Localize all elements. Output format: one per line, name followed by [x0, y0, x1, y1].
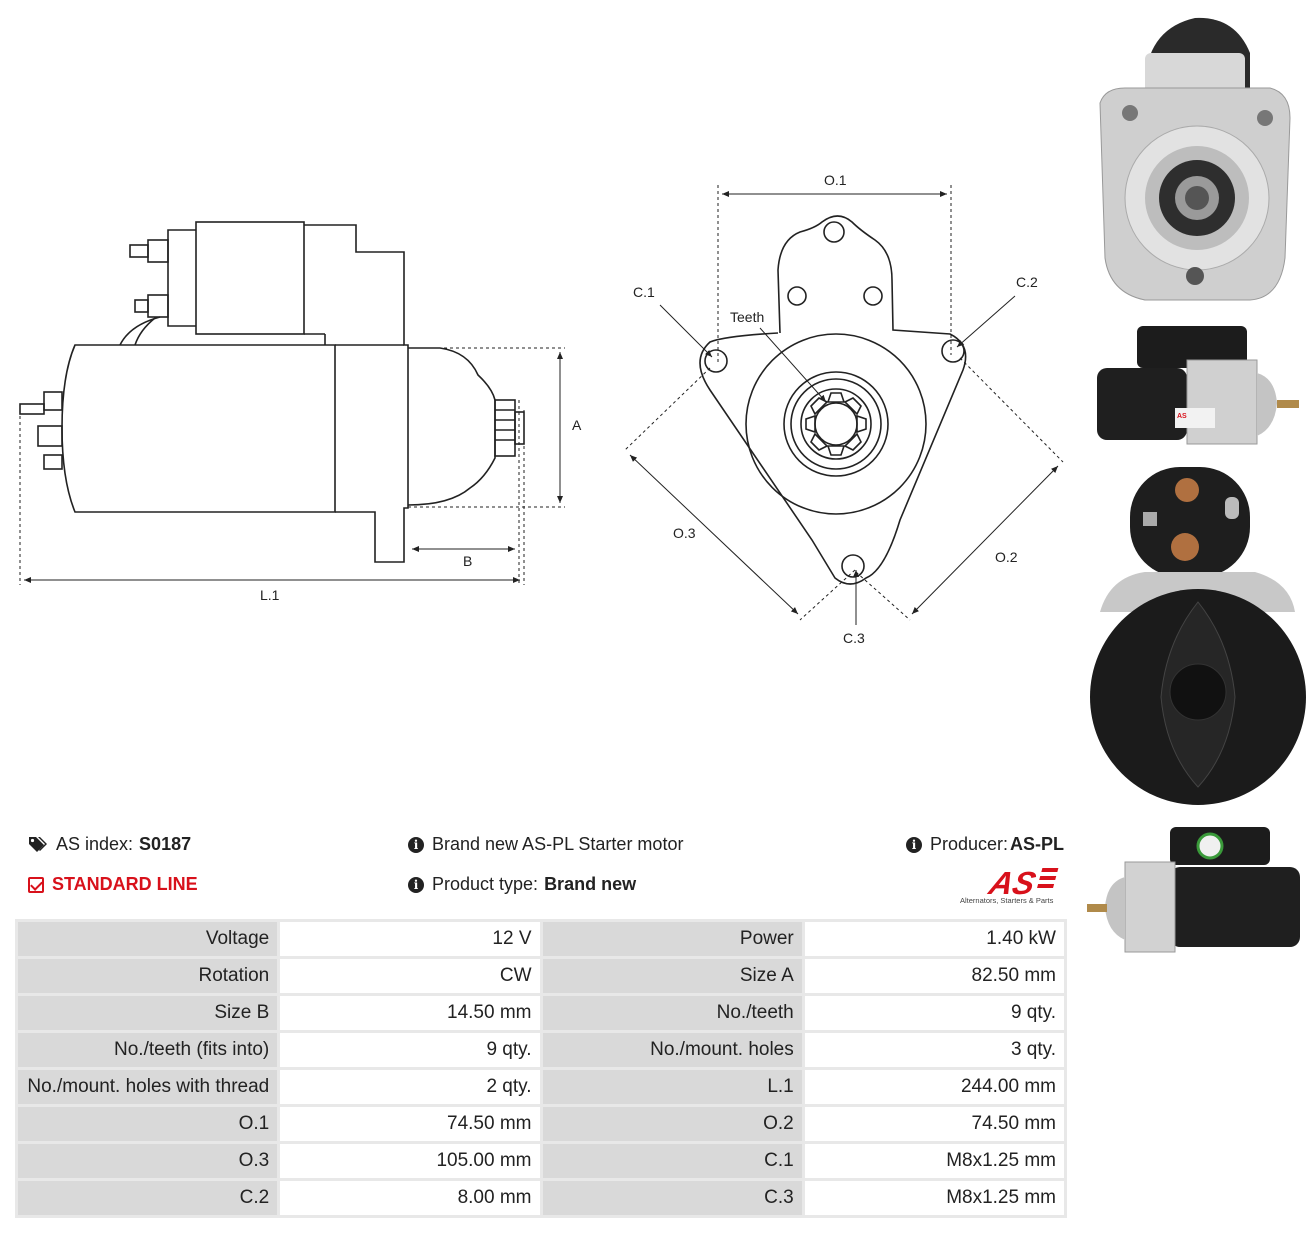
producer-label: Producer: — [930, 834, 1009, 854]
technical-drawing: A B L.1 O.1 C.1 C.2 — [19, 172, 1064, 646]
spec-label: Voltage — [18, 922, 278, 956]
spec-label: C.2 — [18, 1181, 278, 1215]
spec-value: 105.00 mm — [280, 1144, 540, 1178]
spec-label: L.1 — [542, 1070, 802, 1104]
tags-icon — [29, 836, 47, 852]
as-index-row: AS index: S0187 — [28, 834, 191, 855]
producer-value: AS-PL — [1010, 834, 1065, 854]
svg-text:AS: AS — [985, 866, 1040, 901]
spec-value: 8.00 mm — [280, 1181, 540, 1215]
spec-value: 74.50 mm — [804, 1107, 1064, 1141]
spec-value: 244.00 mm — [804, 1070, 1064, 1104]
logo-tagline: Alternators, Starters & Parts — [960, 896, 1054, 905]
product-type-row: i Product type: Brand new — [408, 874, 636, 895]
front-view-drawing — [699, 215, 967, 585]
dim-label-c2: C.2 — [1016, 274, 1038, 290]
table-row: No./teeth (fits into)9 qty.No./mount. ho… — [18, 1033, 1064, 1067]
check-square-icon — [28, 876, 44, 893]
dim-label-l1: L.1 — [260, 587, 280, 603]
as-index-value: S0187 — [139, 834, 192, 854]
spec-label: O.2 — [542, 1107, 802, 1141]
spec-value: 82.50 mm — [804, 959, 1064, 993]
side-dimensions — [19, 347, 565, 585]
product-title: Brand new AS-PL Starter motor — [432, 834, 684, 854]
dim-label-c1: C.1 — [633, 284, 655, 300]
dim-label-o3: O.3 — [673, 525, 696, 541]
info-icon: i — [408, 876, 424, 893]
dim-label-a: A — [572, 417, 582, 433]
spec-label: C.3 — [542, 1181, 802, 1215]
spec-value: M8x1.25 mm — [804, 1181, 1064, 1215]
spec-value: 12 V — [280, 922, 540, 956]
spec-value: M8x1.25 mm — [804, 1144, 1064, 1178]
spec-label: O.1 — [18, 1107, 278, 1141]
standard-line-label: STANDARD LINE — [52, 874, 198, 894]
spec-value: CW — [280, 959, 540, 993]
spec-value: 74.50 mm — [280, 1107, 540, 1141]
title-row: i Brand new AS-PL Starter motor — [408, 834, 683, 855]
spec-label: No./mount. holes — [542, 1033, 802, 1067]
spec-value: 2 qty. — [280, 1070, 540, 1104]
starter-rear-photo — [1090, 467, 1306, 805]
dim-label-o1: O.1 — [824, 172, 847, 188]
spec-label: C.1 — [542, 1144, 802, 1178]
dim-label-o2: O.2 — [995, 549, 1018, 565]
dim-label-teeth: Teeth — [730, 309, 764, 325]
spec-label: Rotation — [18, 959, 278, 993]
product-type-label: Product type: — [432, 874, 539, 894]
starter-front-photo — [1099, 17, 1291, 301]
spec-label: Size B — [18, 996, 278, 1030]
product-type-value: Brand new — [544, 874, 637, 894]
spec-label: O.3 — [18, 1144, 278, 1178]
dim-label-c3: C.3 — [843, 630, 865, 646]
spec-value: 9 qty. — [280, 1033, 540, 1067]
spec-label: Size A — [542, 959, 802, 993]
as-index-label: AS index: — [56, 834, 134, 854]
spec-value: 1.40 kW — [804, 922, 1064, 956]
front-dimensions — [624, 185, 1064, 625]
spec-value: 14.50 mm — [280, 996, 540, 1030]
spec-label: Power — [542, 922, 802, 956]
standard-line-row: STANDARD LINE — [28, 874, 198, 895]
producer-row: i Producer: AS-PL — [906, 834, 1064, 855]
info-icon: i — [906, 836, 922, 853]
spec-value: 9 qty. — [804, 996, 1064, 1030]
svg-text:AS: AS — [1177, 413, 1187, 420]
spec-label: No./teeth — [542, 996, 802, 1030]
spec-label: No./teeth (fits into) — [18, 1033, 278, 1067]
starter-side-photo-2 — [1087, 827, 1300, 953]
as-pl-logo: AS — [985, 866, 1059, 901]
starter-side-photo: AS — [1097, 326, 1299, 445]
spec-value: 3 qty. — [804, 1033, 1064, 1067]
info-icon: i — [408, 836, 424, 853]
spec-label: No./mount. holes with thread — [18, 1070, 278, 1104]
dim-label-b: B — [463, 553, 472, 569]
side-view-drawing — [19, 221, 525, 563]
